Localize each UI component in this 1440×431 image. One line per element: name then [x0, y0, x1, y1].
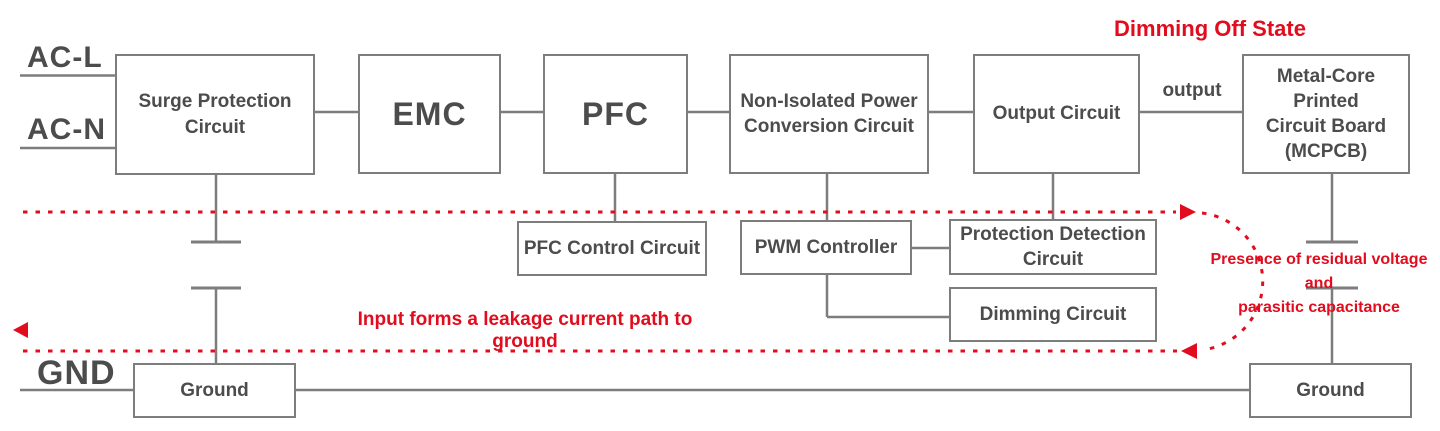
- block-ground-left-label: Ground: [180, 379, 249, 401]
- block-emc-label: EMC: [392, 95, 467, 132]
- annotation-residual-line2: parasitic capacitance: [1238, 299, 1400, 316]
- arrow-right-icon: [1180, 204, 1196, 220]
- block-emc: EMC: [358, 54, 501, 174]
- block-non-isolated-power-conversion: Non-Isolated Power Conversion Circuit: [729, 54, 929, 174]
- annotation-dimming-off-state: Dimming Off State: [1114, 16, 1306, 41]
- capacitor-right-icon: [1306, 240, 1358, 290]
- block-pfc-control-circuit: PFC Control Circuit: [517, 221, 707, 276]
- block-protection-detection-circuit: Protection Detection Circuit: [949, 219, 1157, 275]
- block-ground-right: Ground: [1249, 363, 1412, 418]
- block-output-circuit-label: Output Circuit: [992, 103, 1121, 125]
- wire-label-output: output: [1162, 80, 1222, 101]
- block-dimming-circuit-label: Dimming Circuit: [979, 303, 1127, 325]
- capacitor-left-icon: [191, 240, 241, 290]
- block-pwm-controller: PWM Controller: [740, 220, 912, 275]
- block-pfc-control-label: PFC Control Circuit: [523, 237, 701, 259]
- block-protection-detection-label: Protection Detection Circuit: [960, 223, 1146, 270]
- annotation-residual-voltage: Presence of residual voltage and parasit…: [1198, 248, 1440, 320]
- annotation-leakage-path: Input forms a leakage current path to gr…: [357, 309, 693, 352]
- block-ground-left: Ground: [133, 363, 296, 418]
- block-pfc: PFC: [543, 54, 688, 174]
- block-surge-protection: Surge Protection Circuit: [115, 54, 315, 175]
- block-mcpcb: Metal-Core Printed Circuit Board (MCPCB): [1242, 54, 1410, 174]
- block-dimming-circuit: Dimming Circuit: [949, 287, 1157, 342]
- block-pwm-controller-label: PWM Controller: [754, 236, 898, 258]
- block-mcpcb-label: Metal-Core Printed Circuit Board (MCPCB): [1265, 65, 1387, 163]
- arrow-return-left-icon: [1181, 343, 1197, 359]
- arrow-left-end-icon: [13, 322, 28, 338]
- block-output-circuit: Output Circuit: [973, 54, 1140, 174]
- block-pfc-label: PFC: [582, 95, 649, 132]
- block-ground-right-label: Ground: [1296, 379, 1365, 401]
- terminal-gnd: GND: [37, 354, 116, 392]
- block-surge-protection-label: Surge Protection Circuit: [138, 91, 292, 138]
- terminal-ac-l: AC-L: [27, 41, 103, 74]
- leakage-current-dashed-path: [13, 204, 1265, 359]
- annotation-residual-line1: Presence of residual voltage and: [1210, 251, 1428, 292]
- block-non-isolated-label: Non-Isolated Power Conversion Circuit: [740, 90, 918, 137]
- terminal-ac-n: AC-N: [27, 113, 106, 146]
- gray-wires: [20, 74, 1334, 392]
